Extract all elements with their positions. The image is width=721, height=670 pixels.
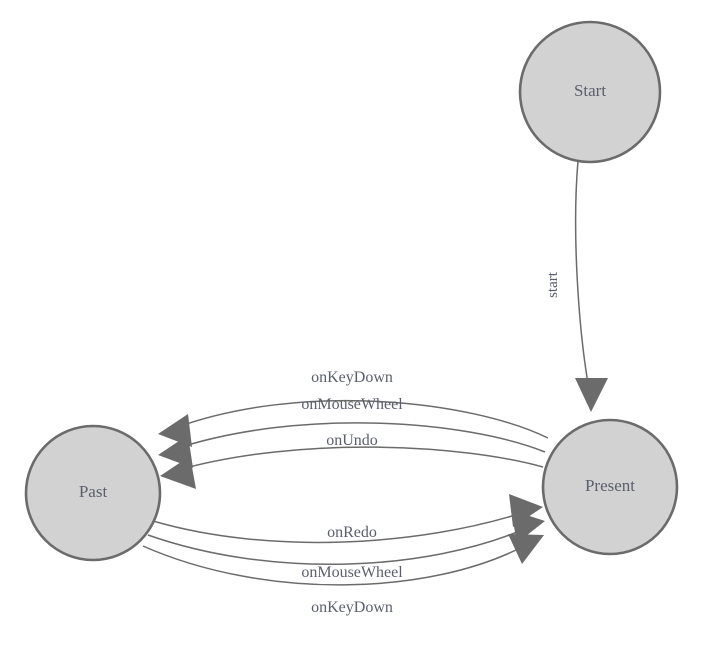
edge-past-to-present-onkeydown[interactable]: onKeyDown [142, 534, 544, 616]
edge-path-present-past-3 [177, 446, 544, 471]
node-past-label: Past [79, 482, 108, 501]
node-past-circle[interactable] [24, 424, 162, 562]
edge-path-past-present-3 [142, 544, 527, 586]
edge-past-to-present-onredo[interactable]: onRedo [152, 494, 543, 544]
edge-label-onmousewheel-upper: onMouseWheel [301, 396, 403, 413]
edge-path-past-present-1 [152, 511, 526, 544]
edge-label-onundo: onUndo [326, 432, 378, 449]
edge-label-onmousewheel-lower: onMouseWheel [301, 564, 403, 581]
edge-label-onkeydown-lower: onKeyDown [311, 599, 393, 616]
node-start[interactable]: Start [518, 20, 662, 164]
edge-past-to-present-onmousewheel[interactable]: onMouseWheel [147, 510, 545, 581]
edge-path-past-present-2 [147, 527, 528, 566]
node-start-circle[interactable] [518, 20, 662, 164]
node-present-circle[interactable] [541, 418, 679, 556]
edge-label-onredo: onRedo [327, 524, 377, 541]
node-start-label: Start [574, 81, 606, 100]
edge-present-to-past-onmousewheel[interactable]: onMouseWheel [158, 396, 546, 468]
arrowhead-present-past-3 [160, 456, 196, 489]
node-present[interactable]: Present [541, 418, 679, 556]
node-past[interactable]: Past [24, 424, 162, 562]
edge-path-start-present [574, 160, 591, 396]
edge-label-start: start [545, 271, 561, 298]
edge-path-present-past-1 [174, 399, 549, 439]
edge-present-to-past-onundo[interactable]: onUndo [160, 432, 544, 489]
arrowhead-start-present [575, 378, 608, 412]
edge-label-onkeydown-upper: onKeyDown [311, 369, 393, 386]
edge-start-to-present[interactable]: start [545, 160, 608, 412]
arrowhead-present-past-2 [158, 435, 193, 468]
edge-path-present-past-2 [174, 422, 546, 453]
arrowhead-past-present-3 [508, 534, 544, 564]
node-present-label: Present [585, 476, 635, 495]
